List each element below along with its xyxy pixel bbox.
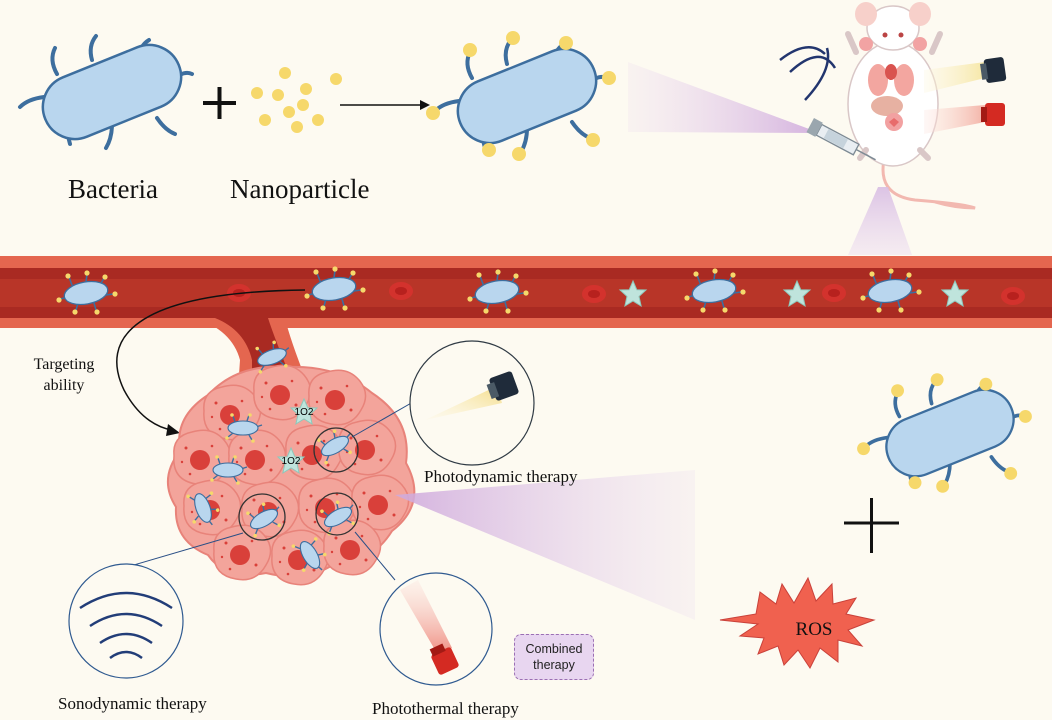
bacteria-label: Bacteria	[68, 174, 158, 204]
blood-vessel	[0, 256, 1052, 390]
nanoparticle-icon	[251, 67, 342, 133]
red-light-beam	[924, 105, 985, 134]
photodynamic-callout	[409, 340, 535, 466]
light-beam-ros	[395, 470, 695, 620]
photodynamic-therapy-label: Photodynamic therapy	[424, 467, 578, 486]
singlet-oxygen-label: 1O2	[295, 407, 314, 418]
singlet-oxygen-label: 1O2	[282, 456, 301, 467]
syringe-icon	[806, 118, 876, 161]
targeting-arrow	[116, 289, 306, 436]
red-blood-cell-icon	[582, 285, 606, 303]
nanoparticle-label: Nanoparticle	[230, 174, 370, 204]
light-beam-vertical	[848, 187, 912, 255]
ros-label: ROS	[795, 619, 833, 640]
callout-line	[351, 397, 421, 438]
laser-dark-icon	[980, 57, 1007, 83]
light-beam	[628, 62, 820, 133]
targeting-ability-label: Targeting ability	[24, 354, 104, 396]
combined-line1: Combined	[525, 642, 583, 656]
arrow-icon	[340, 100, 430, 110]
targeting-label-line2: ability	[43, 377, 85, 394]
callout-line	[354, 531, 396, 581]
red-blood-cell-icon	[1001, 287, 1025, 305]
photothermal-therapy-label: Photothermal therapy	[372, 699, 519, 718]
combined-therapy-badge: Combined therapy	[514, 634, 594, 680]
tumor-icon: 1O2 1O2	[166, 335, 416, 586]
ros-burst	[719, 576, 876, 669]
plus-icon	[844, 498, 899, 553]
sonodynamic-therapy-label: Sonodynamic therapy	[58, 694, 207, 713]
red-blood-cell-icon	[389, 282, 413, 300]
sonodynamic-callout	[68, 563, 184, 679]
mouse-icon	[845, 2, 976, 210]
ultrasound-wave-icon	[779, 46, 837, 101]
red-blood-cell-icon	[822, 284, 846, 302]
plus-icon	[203, 87, 236, 119]
targeting-label-line1: Targeting	[33, 356, 95, 373]
laser-red-icon	[981, 103, 1005, 126]
yellow-light-beam	[924, 62, 985, 93]
bacterium-nanoparticle-icon	[424, 29, 618, 163]
combined-line2: therapy	[533, 658, 575, 672]
photothermal-callout	[379, 572, 493, 686]
bacterium-icon	[18, 34, 194, 150]
bacterium-nanoparticle-icon	[855, 371, 1034, 495]
